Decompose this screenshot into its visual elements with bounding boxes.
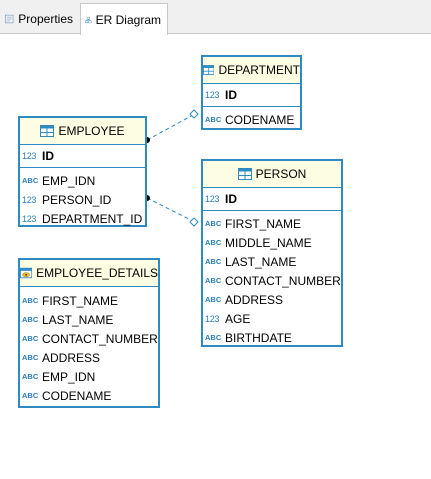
entity-header: PERSON — [203, 161, 341, 188]
er-diagram-canvas[interactable]: DEPARTMENT 123 ID ABC CODENAME EMPLOYEE … — [0, 35, 431, 479]
column-list: ABC CODENAME — [203, 107, 300, 129]
column-name: CONTACT_NUMBER — [42, 331, 158, 346]
text-type-icon: ABC — [205, 238, 222, 247]
column-row[interactable]: ABC EMP_IDN — [20, 171, 145, 190]
text-type-icon: ABC — [22, 176, 39, 185]
employee-person-target-diamond — [189, 217, 199, 227]
text-type-icon: ABC — [22, 391, 39, 400]
text-type-icon: ABC — [22, 353, 39, 362]
numeric-type-icon: 123 — [22, 213, 37, 224]
relationship-lines — [144, 109, 199, 227]
entity-name: PERSON — [255, 167, 307, 181]
numeric-type-icon: 123 — [22, 194, 37, 205]
column-row[interactable]: ABC FIRST_NAME — [203, 214, 341, 233]
column-row[interactable]: ABC ADDRESS — [20, 348, 158, 367]
column-name: AGE — [225, 311, 251, 326]
text-type-icon: ABC — [205, 257, 222, 266]
primary-key-row[interactable]: 123 ID — [20, 145, 145, 168]
text-type-icon: ABC — [205, 115, 222, 124]
entity-header: DEPARTMENT — [203, 57, 300, 84]
column-name: DEPARTMENT_ID — [42, 211, 143, 226]
entity-header: EMPLOYEE_DETAILS — [20, 260, 158, 287]
employee-person-link — [146, 197, 196, 223]
column-name: ID — [42, 149, 54, 163]
entity-department[interactable]: DEPARTMENT 123 ID ABC CODENAME — [201, 55, 302, 130]
column-row[interactable]: ABC CODENAME — [20, 386, 158, 405]
text-type-icon: ABC — [22, 334, 39, 343]
column-name: LAST_NAME — [225, 254, 297, 269]
column-name: LAST_NAME — [42, 312, 114, 327]
column-list: ABC EMP_IDN 123 PERSON_ID 123 DEPARTMENT… — [20, 168, 145, 228]
column-name: ID — [225, 88, 237, 102]
entity-name: EMPLOYEE_DETAILS — [36, 266, 158, 280]
text-type-icon: ABC — [22, 372, 39, 381]
table-icon — [40, 125, 55, 137]
column-row[interactable]: ABC MIDDLE_NAME — [203, 233, 341, 252]
entity-header: EMPLOYEE — [20, 118, 145, 145]
column-name: CODENAME — [225, 112, 295, 127]
column-row[interactable]: 123 DEPARTMENT_ID — [20, 209, 145, 228]
column-row[interactable]: ABC CONTACT_NUMBER — [203, 271, 341, 290]
text-type-icon: ABC — [205, 219, 222, 228]
column-row[interactable]: ABC LAST_NAME — [203, 252, 341, 271]
column-row[interactable]: ABC CODENAME — [203, 110, 300, 129]
column-name: CODENAME — [42, 388, 112, 403]
properties-icon — [4, 14, 14, 23]
tab-label: ER Diagram — [95, 12, 161, 27]
tab-er-diagram[interactable]: ER Diagram — [80, 3, 168, 35]
employee-department-link — [146, 113, 196, 141]
column-row[interactable]: ABC EMP_IDN — [20, 367, 158, 386]
tab-label: Properties — [18, 11, 73, 26]
column-name: FIRST_NAME — [42, 293, 119, 308]
er-diagram-icon — [85, 16, 92, 23]
text-type-icon: ABC — [22, 315, 39, 324]
text-type-icon: ABC — [22, 296, 39, 305]
column-name: ID — [225, 192, 237, 206]
column-row[interactable]: 123 PERSON_ID — [20, 190, 145, 209]
table-icon — [203, 65, 215, 75]
tab-properties[interactable]: Properties — [0, 3, 79, 34]
numeric-type-icon: 123 — [205, 313, 220, 324]
column-list: ABC FIRST_NAME ABC LAST_NAME ABC CONTACT… — [20, 287, 158, 405]
entity-name: DEPARTMENT — [218, 63, 300, 77]
entity-employee-details[interactable]: EMPLOYEE_DETAILS ABC FIRST_NAME ABC LAST… — [18, 258, 160, 408]
column-row[interactable]: ABC FIRST_NAME — [20, 291, 158, 310]
entity-name: EMPLOYEE — [58, 124, 125, 138]
text-type-icon: ABC — [205, 295, 222, 304]
numeric-type-icon: 123 — [205, 90, 220, 100]
column-name: PERSON_ID — [42, 192, 112, 207]
table-icon — [237, 168, 252, 180]
column-name: FIRST_NAME — [225, 216, 302, 231]
column-name: EMP_IDN — [42, 173, 96, 188]
view-icon — [20, 267, 33, 279]
column-name: MIDDLE_NAME — [225, 235, 312, 250]
text-type-icon: ABC — [205, 276, 222, 285]
column-name: BIRTHDATE — [225, 330, 292, 345]
entity-person[interactable]: PERSON 123 ID ABC FIRST_NAME ABC MIDDLE_… — [201, 159, 343, 347]
column-list: ABC FIRST_NAME ABC MIDDLE_NAME ABC LAST_… — [203, 211, 341, 347]
column-row[interactable]: ABC LAST_NAME — [20, 310, 158, 329]
column-name: CONTACT_NUMBER — [225, 273, 341, 288]
text-type-icon: ABC — [205, 333, 222, 342]
employee-department-target-diamond — [189, 109, 199, 119]
numeric-type-icon: 123 — [22, 151, 37, 161]
column-name: EMP_IDN — [42, 369, 96, 384]
primary-key-row[interactable]: 123 ID — [203, 188, 341, 211]
column-row[interactable]: ABC BIRTHDATE — [203, 328, 341, 347]
numeric-type-icon: 123 — [205, 194, 220, 204]
column-row[interactable]: ABC ADDRESS — [203, 290, 341, 309]
column-name: ADDRESS — [225, 292, 284, 307]
entity-employee[interactable]: EMPLOYEE 123 ID ABC EMP_IDN 123 PERSON_I… — [18, 116, 147, 227]
column-row[interactable]: ABC CONTACT_NUMBER — [20, 329, 158, 348]
editor-tab-bar: Properties ER Diagram — [0, 0, 431, 35]
column-row[interactable]: 123 AGE — [203, 309, 341, 328]
primary-key-row[interactable]: 123 ID — [203, 84, 300, 107]
column-name: ADDRESS — [42, 350, 101, 365]
